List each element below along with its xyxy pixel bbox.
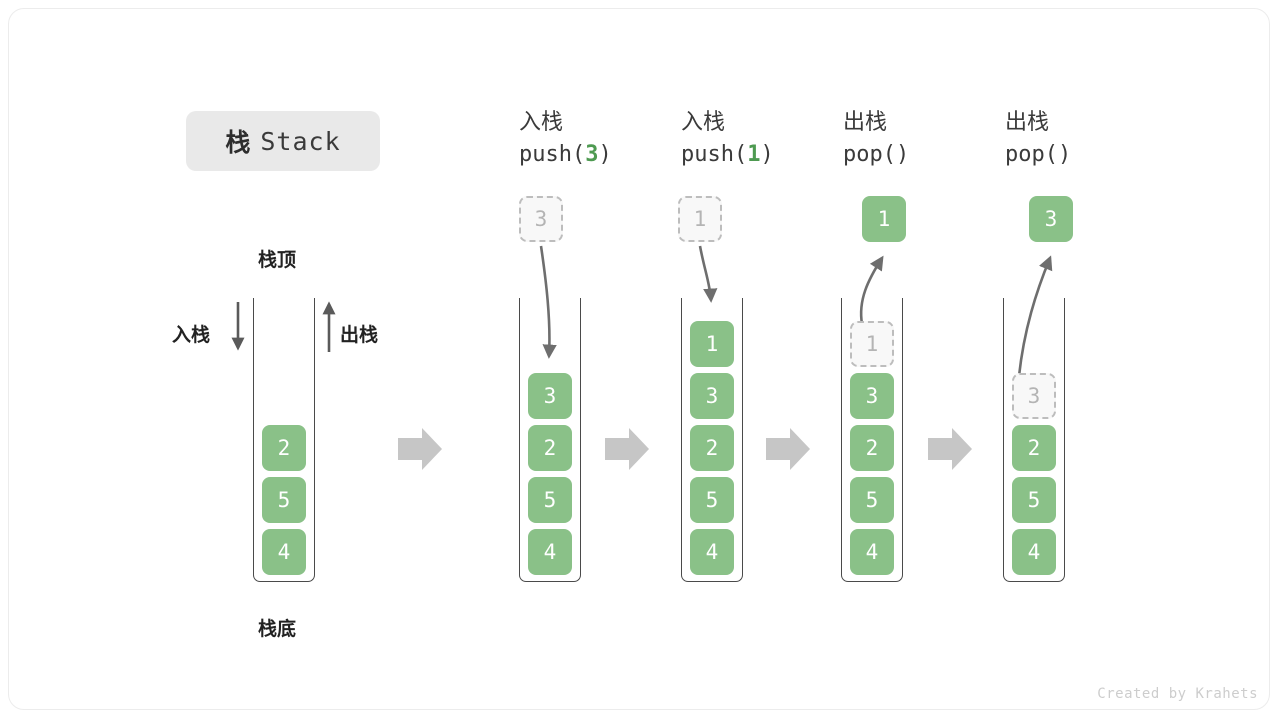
stack-cell: 3	[850, 373, 894, 419]
code-prefix: pop(	[1005, 142, 1058, 167]
stack-cell: 4	[850, 529, 894, 575]
stack-cell: 4	[1012, 529, 1056, 575]
stack-cell: 5	[528, 477, 572, 523]
column-header-code: pop()	[843, 138, 1013, 172]
figure-title-cn: 栈	[225, 128, 251, 157]
column-header-cn: 出栈	[843, 110, 888, 135]
column-header-push-3: 入栈 push(3)	[519, 108, 689, 172]
column-header-pop-1: 出栈 pop()	[843, 108, 1013, 172]
watermark: Created by Krahets	[1097, 686, 1258, 702]
floating-cell-pop-1: 1	[862, 196, 906, 242]
stack-cell: 4	[690, 529, 734, 575]
column-header-push-1: 入栈 push(1)	[681, 108, 851, 172]
code-argument: 1	[747, 142, 761, 167]
column-header-pop-2: 出栈 pop()	[1005, 108, 1175, 172]
column-header-cn: 出栈	[1005, 110, 1050, 135]
floating-cell-pop-2: 3	[1029, 196, 1073, 242]
stack-cell: 5	[690, 477, 734, 523]
stack-cell: 3	[528, 373, 572, 419]
stack-cell: 2	[528, 425, 572, 471]
stack-cell: 2	[1012, 425, 1056, 471]
figure-title-chip: 栈 Stack	[186, 111, 380, 171]
stack-cell: 4	[528, 529, 572, 575]
stack-cell: 3	[1012, 373, 1056, 419]
code-suffix: )	[1057, 142, 1072, 167]
floating-cell-push-1: 1	[678, 196, 722, 242]
code-prefix: pop(	[843, 142, 896, 167]
stack-cell: 4	[262, 529, 306, 575]
stack-container-push-1	[681, 298, 743, 582]
stack-cell: 2	[690, 425, 734, 471]
code-suffix: )	[895, 142, 910, 167]
stack-cell: 1	[850, 321, 894, 367]
stack-cell: 5	[850, 477, 894, 523]
stack-container-push-3	[519, 298, 581, 582]
column-header-code: push(3)	[519, 138, 689, 172]
column-header-cn: 入栈	[681, 110, 726, 135]
stack-cell: 5	[1012, 477, 1056, 523]
push-direction-label: 入栈	[172, 324, 211, 346]
stack-bottom-label: 栈底	[258, 618, 297, 640]
stack-cell: 2	[850, 425, 894, 471]
stack-cell: 1	[690, 321, 734, 367]
stack-container-initial	[253, 298, 315, 582]
stack-cell: 5	[262, 477, 306, 523]
column-header-code: push(1)	[681, 138, 851, 172]
column-header-cn: 入栈	[519, 110, 564, 135]
figure-title-en: Stack	[260, 126, 341, 156]
code-argument: 3	[585, 142, 599, 167]
pop-direction-label: 出栈	[340, 324, 379, 346]
stack-top-label: 栈顶	[258, 249, 297, 271]
code-prefix: push(	[519, 142, 586, 167]
code-prefix: push(	[681, 142, 748, 167]
stack-cell: 2	[262, 425, 306, 471]
stack-container-pop-1	[841, 298, 903, 582]
code-suffix: )	[598, 142, 612, 167]
code-suffix: )	[760, 142, 774, 167]
column-header-code: pop()	[1005, 138, 1175, 172]
stack-container-pop-2	[1003, 298, 1065, 582]
stack-cell: 3	[690, 373, 734, 419]
floating-cell-push-3: 3	[519, 196, 563, 242]
